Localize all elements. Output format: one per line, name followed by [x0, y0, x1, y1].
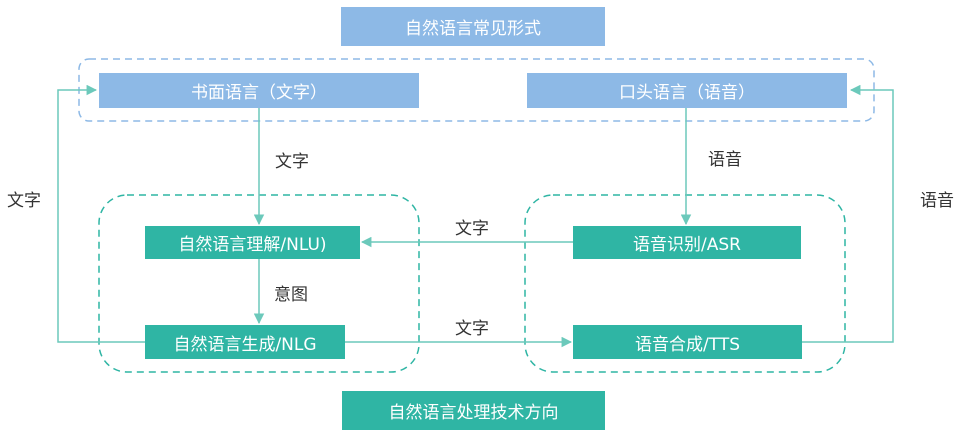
- edge-label-written-to-nlu: 文字: [275, 152, 309, 172]
- speech-group-frame: [524, 194, 846, 373]
- node-nlu: 自然语言理解/NLU): [145, 226, 360, 259]
- footer-box: 自然语言处理技术方向: [342, 391, 605, 430]
- node-nlu-label: 自然语言理解/NLU): [178, 235, 327, 255]
- edge-label-nlg-to-written: 文字: [7, 191, 41, 211]
- node-nlg: 自然语言生成/NLG: [145, 325, 345, 359]
- node-written-language: 书面语言（文字）: [99, 73, 419, 108]
- title-label: 自然语言常见形式: [405, 19, 541, 39]
- node-tts-label: 语音合成/TTS: [635, 334, 740, 355]
- node-nlg-label: 自然语言生成/NLG: [173, 334, 317, 355]
- edge-label-nlu-to-nlg: 意图: [274, 285, 308, 305]
- title-box: 自然语言常见形式: [341, 7, 605, 46]
- edge-label-tts-to-spoken: 语音: [920, 191, 954, 211]
- edge-tts-to-spoken: [802, 84, 894, 343]
- footer-label: 自然语言处理技术方向: [388, 403, 559, 423]
- node-spoken-label: 口头语言（语音）: [619, 83, 755, 103]
- node-spoken-language: 口头语言（语音）: [527, 73, 847, 108]
- edge-label-nlg-to-tts: 文字: [455, 319, 489, 339]
- edge-label-asr-to-nlu: 文字: [455, 219, 489, 239]
- node-asr: 语音识别/ASR: [573, 226, 801, 259]
- node-written-label: 书面语言（文字）: [191, 83, 327, 103]
- edge-label-spoken-to-asr: 语音: [708, 150, 742, 170]
- node-tts: 语音合成/TTS: [573, 325, 802, 359]
- edge-nlg-to-written: [57, 84, 145, 343]
- node-asr-label: 语音识别/ASR: [633, 235, 741, 255]
